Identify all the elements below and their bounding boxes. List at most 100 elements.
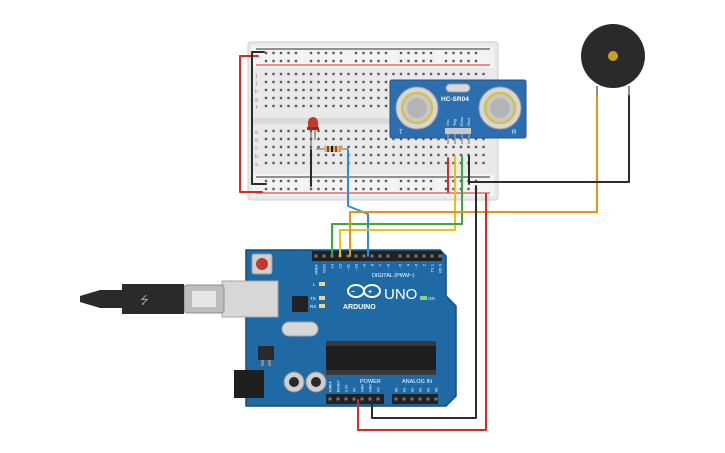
breadboard-hole	[302, 137, 305, 141]
breadboard-hole	[324, 161, 328, 165]
breadboard-hole	[347, 145, 350, 149]
header-pin[interactable]	[386, 254, 390, 258]
breadboard-hole	[347, 129, 350, 133]
sensor-pin-label: Trig	[452, 119, 457, 126]
breadboard-hole	[309, 104, 313, 108]
wire-orange-buzzer	[349, 95, 598, 257]
breadboard-hole	[272, 137, 275, 141]
header-pin[interactable]	[346, 254, 350, 258]
header-pin[interactable]	[402, 397, 406, 401]
led-l-label: L	[313, 282, 316, 287]
rail-hole	[294, 179, 298, 183]
analog-pin-label: A4	[427, 388, 431, 392]
digital-pin-label: RX 0	[438, 263, 443, 273]
breadboard-hole	[422, 72, 425, 76]
header-pin[interactable]	[376, 397, 380, 401]
rail-hole	[407, 179, 410, 183]
breadboard-hole	[279, 88, 283, 92]
header-pin[interactable]	[422, 254, 426, 258]
breadboard-hole	[264, 96, 268, 100]
header-pin[interactable]	[426, 397, 430, 401]
breadboard-hole	[264, 153, 268, 157]
breadboard-hole	[459, 145, 463, 149]
led-l	[319, 282, 325, 286]
header-pin[interactable]	[370, 254, 374, 258]
rail-hole	[422, 179, 425, 183]
header-pin[interactable]	[434, 397, 438, 401]
breadboard-hole	[324, 104, 328, 108]
breadboard-hole	[452, 161, 455, 165]
breadboard-hole	[264, 80, 268, 84]
breadboard-hole	[414, 72, 418, 76]
sensor-model-label: HC-SR04	[441, 96, 469, 103]
breadboard-hole	[332, 96, 335, 100]
rail-hole	[414, 59, 418, 63]
breadboard-hole	[317, 104, 320, 108]
header-pin[interactable]	[362, 254, 366, 258]
header-pin[interactable]	[414, 254, 418, 258]
breadboard-hole	[452, 145, 455, 149]
header-pin[interactable]	[410, 397, 414, 401]
header-pin[interactable]	[314, 254, 318, 258]
led-tx	[319, 296, 325, 300]
wire-black-buzzer-gnd	[469, 95, 630, 183]
header-pin[interactable]	[322, 254, 326, 258]
breadboard-hole	[332, 72, 335, 76]
header-pin[interactable]	[352, 397, 356, 401]
breadboard-hole	[294, 153, 298, 157]
digital-pin-label: AREF	[314, 263, 319, 274]
breadboard-hole	[354, 137, 358, 141]
header-pin[interactable]	[328, 397, 332, 401]
header-pin[interactable]	[394, 397, 398, 401]
breadboard-hole	[324, 72, 328, 76]
crystal	[281, 321, 319, 337]
breadboard-hole	[384, 129, 388, 133]
rail-hole	[384, 59, 388, 63]
header-pin[interactable]	[354, 254, 358, 258]
breadboard-hole	[369, 80, 373, 84]
header-pin[interactable]	[378, 254, 382, 258]
resistor[interactable]	[316, 146, 348, 152]
red-led[interactable]	[307, 117, 319, 150]
header-pin[interactable]	[368, 397, 372, 401]
header-pin[interactable]	[430, 254, 434, 258]
breadboard-hole	[459, 72, 463, 76]
rail-hole	[272, 59, 275, 63]
header-pin[interactable]	[344, 397, 348, 401]
breadboard-hole	[324, 129, 328, 133]
rail-hole	[362, 179, 365, 183]
header-pin[interactable]	[418, 397, 422, 401]
header-pin[interactable]	[336, 397, 340, 401]
breadboard-row-letters: j i h g f e d c b a	[255, 73, 258, 168]
rail-hole	[272, 179, 275, 183]
breadboard-hole	[384, 72, 388, 76]
rail-hole	[422, 59, 425, 63]
led-rx-label: RX	[310, 304, 316, 309]
header-pin[interactable]	[398, 254, 402, 258]
breadboard-hole	[392, 153, 395, 157]
rail-hole	[362, 51, 365, 55]
sensor-pin-label: Vcc	[445, 119, 450, 126]
rail-hole	[339, 59, 343, 63]
digital-label: DIGITAL (PWM~)	[372, 273, 415, 279]
breadboard-hole	[332, 153, 335, 157]
reset-button[interactable]	[256, 258, 268, 270]
header-pin[interactable]	[438, 254, 442, 258]
breadboard-hole	[399, 153, 403, 157]
piezo-buzzer[interactable]	[581, 24, 645, 96]
breadboard-hole	[444, 145, 448, 149]
breadboard-hole	[317, 88, 320, 92]
breadboard-hole	[414, 161, 418, 165]
breadboard-hole	[437, 72, 440, 76]
breadboard-hole	[287, 161, 290, 165]
header-pin[interactable]	[360, 397, 364, 401]
rail-hole	[294, 187, 298, 191]
digital-pin-label: ~9	[362, 263, 367, 268]
header-pin[interactable]	[406, 254, 410, 258]
breadboard-hole	[377, 80, 380, 84]
breadboard-hole	[444, 137, 448, 141]
breadboard-hole	[302, 153, 305, 157]
